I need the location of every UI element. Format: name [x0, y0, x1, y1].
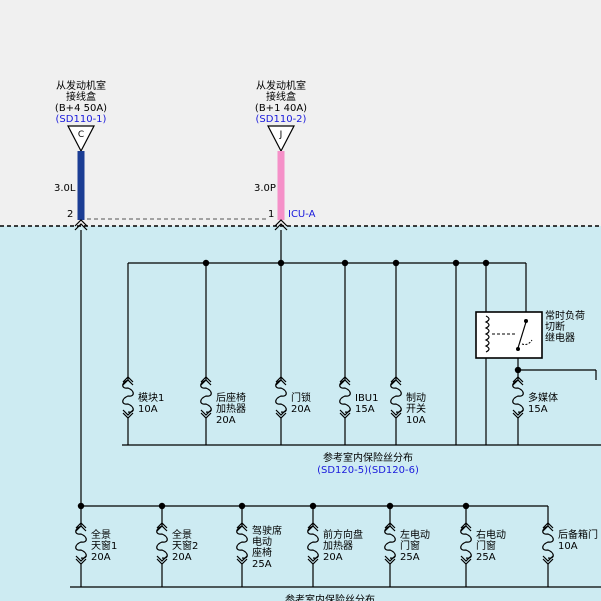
source1-line2: 接线盒 — [66, 90, 96, 103]
source1-wire-size: 3.0L — [54, 183, 76, 194]
source1-wire-blue — [77, 151, 85, 220]
row1-fuse-1-label-2: 10A — [138, 404, 158, 415]
row2-fuse-3-label-1: 驾驶席 — [252, 524, 282, 537]
row1-reference-title: 参考室内保险丝分布 — [323, 451, 413, 464]
row1-fuse-2-label-1: 后座椅 — [216, 391, 246, 404]
cabin-fuse-box-area — [0, 226, 601, 601]
source1-terminal-number: 2 — [67, 209, 73, 220]
row2-fuse-3-symbol — [236, 525, 248, 559]
row1-fuse-4-label-1: IBU1 — [355, 393, 379, 404]
row2-reference-title: 参考室内保险丝分布 — [285, 593, 375, 601]
row2-fuse-2-label-3: 20A — [172, 552, 192, 563]
source1-terminal-symbol — [74, 219, 88, 231]
row2-fuse-4-symbol — [307, 525, 319, 559]
row2-fuse-1-label-1: 全景 — [91, 528, 111, 541]
source1-pin-label: C — [78, 130, 84, 140]
row1-fuse-6-label-1: 多媒体 — [528, 391, 558, 404]
row2-fuse-6-symbol — [460, 525, 472, 559]
source2-terminal-number: 1 — [268, 209, 274, 220]
row2-fuse-4-label-2: 加热器 — [323, 539, 353, 552]
source2-line2: 接线盒 — [266, 90, 296, 103]
row2-fuse-2-label-1: 全景 — [172, 528, 192, 541]
source2-wire-size: 3.0P — [254, 183, 276, 194]
row2-fuse-3-label-2: 电动 — [252, 535, 272, 548]
source1-ref-link[interactable]: (SD110-1) — [56, 114, 107, 125]
row1-fuse-6-symbol — [512, 379, 524, 413]
row1-fuse-4-label-2: 15A — [355, 404, 375, 415]
row2-fuse-6-label-2: 门窗 — [476, 539, 496, 552]
source1-connector-symbol — [67, 125, 95, 153]
row1-fuse-6-label-2: 15A — [528, 404, 548, 415]
row2-fuse-1-label-3: 20A — [91, 552, 111, 563]
bus2-wiring — [77, 230, 548, 510]
row2-fuse-5-label-3: 25A — [400, 552, 420, 563]
row2-fuse-7-label-1: 后备箱门 — [558, 528, 598, 541]
row2-fuse-2-label-2: 天窗2 — [172, 539, 198, 552]
row2-fuse-4-label-3: 20A — [323, 552, 343, 563]
row2-fuse-1-symbol — [75, 525, 87, 559]
row1-fuse-3-symbol — [275, 379, 287, 413]
row2-fuse-6-label-3: 25A — [476, 552, 496, 563]
row2-fuse-group: 全景天窗120A全景天窗220A驾驶席电动座椅25A前方向盘加热器20A左电动门… — [75, 506, 598, 587]
row2-fuse-7-symbol — [542, 525, 554, 559]
row1-fuse-3-label-2: 20A — [291, 404, 311, 415]
source2-ref-link[interactable]: (SD110-2) — [256, 114, 307, 125]
row1-fuse-2-label-2: 加热器 — [216, 402, 246, 415]
source2-line3: (B+1 40A) — [255, 103, 307, 114]
row1-fuse-5-label-3: 10A — [406, 415, 426, 426]
relay-symbol — [475, 311, 543, 359]
source2-connector-symbol — [267, 125, 295, 153]
row1-reference-link[interactable]: (SD120-5)(SD120-6) — [317, 465, 419, 476]
row1-fuse-2-symbol — [200, 379, 212, 413]
row2-fuse-3-label-4: 25A — [252, 559, 272, 570]
row1-fuse-5-symbol — [390, 379, 402, 413]
row2-fuse-1-label-2: 天窗1 — [91, 539, 117, 552]
relay-label-line2: 切断 — [545, 320, 565, 333]
row2-fuse-5-symbol — [384, 525, 396, 559]
row2-fuse-2-symbol — [156, 525, 168, 559]
row1-fuse-5-label-2: 开关 — [406, 402, 426, 415]
row1-fuse-2-label-3: 20A — [216, 415, 236, 426]
source1-line3: (B+4 50A) — [55, 103, 107, 114]
source2-wire-pink — [277, 151, 285, 220]
source2-connector-name: ICU-A — [288, 209, 316, 220]
source2-line1: 从发动机室 — [256, 79, 306, 92]
relay-label-line1: 常时负荷 — [545, 309, 585, 322]
row2-fuse-7-label-2: 10A — [558, 541, 578, 552]
relay-label-line3: 继电器 — [545, 331, 575, 344]
row1-fuse-1-symbol — [122, 379, 134, 413]
source1-line1: 从发动机室 — [56, 79, 106, 92]
row2-fuse-5-label-2: 门窗 — [400, 539, 420, 552]
row1-fuse-4-symbol — [339, 379, 351, 413]
row2-fuse-3-label-3: 座椅 — [252, 546, 272, 559]
source2-pin-label: J — [279, 130, 283, 140]
source2-terminal-symbol — [274, 219, 288, 231]
row1-fuse-5-label-1: 制动 — [406, 391, 426, 404]
engine-room-area — [0, 0, 601, 226]
row1-fuse-3-label-1: 门锁 — [291, 391, 311, 404]
row2-fuse-4-label-1: 前方向盘 — [323, 528, 363, 541]
row2-fuse-6-label-1: 右电动 — [476, 528, 506, 541]
row2-fuse-5-label-1: 左电动 — [400, 528, 430, 541]
row1-fuse-1-label-1: 模块1 — [138, 392, 164, 404]
